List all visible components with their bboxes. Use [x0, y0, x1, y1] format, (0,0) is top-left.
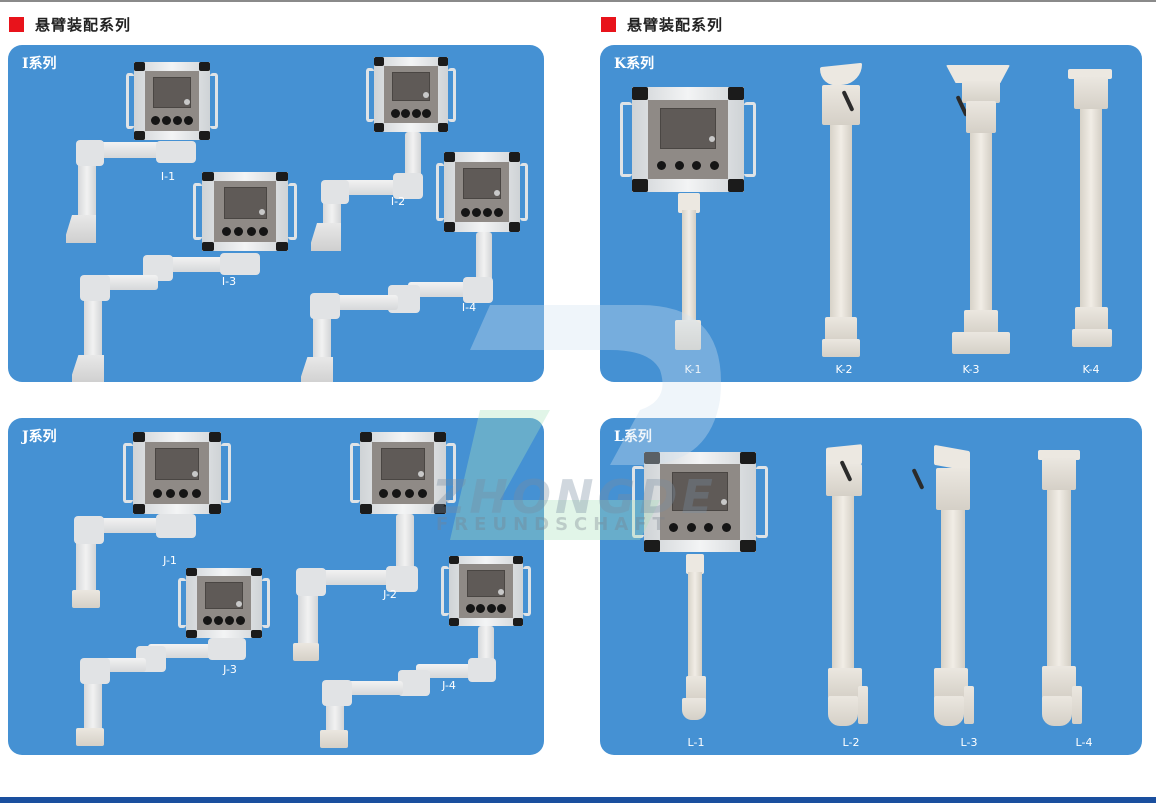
panel-title: I系列: [22, 56, 57, 72]
product-label: K-4: [1082, 363, 1100, 376]
product-label: K-3: [962, 363, 980, 376]
panel-title: L系列: [614, 429, 652, 445]
section-title: 悬臂装配系列: [35, 15, 132, 34]
enclosure-image: [350, 432, 456, 514]
section-heading-left: 悬臂装配系列: [9, 14, 131, 34]
watermark-brand: ZHONGDE: [432, 470, 717, 524]
panel-i-series: I系列 I-1 I-3: [8, 45, 544, 382]
enclosure-image: [366, 57, 456, 132]
panel-title: K系列: [614, 56, 655, 72]
enclosure-image: [123, 432, 231, 514]
enclosure-image: [436, 152, 528, 232]
product-label: I-1: [160, 170, 176, 183]
panel-title: J系列: [22, 429, 57, 445]
product-label: J-1: [163, 554, 177, 567]
enclosure-image: [193, 172, 297, 251]
product-label: J-3: [223, 663, 237, 676]
red-marker-icon: [601, 16, 616, 32]
product-label: J-4: [442, 679, 456, 692]
enclosure-image: [178, 568, 270, 638]
product-label: I-2: [390, 195, 406, 208]
red-marker-icon: [9, 16, 24, 32]
footer-bar: [0, 797, 1156, 803]
product-label: K-1: [684, 363, 702, 376]
product-label: L-4: [1075, 736, 1093, 749]
product-label: L-3: [960, 736, 978, 749]
section-title: 悬臂装配系列: [627, 15, 724, 34]
enclosure-image: [126, 62, 218, 140]
panel-l-series: L系列 L-1 L-2 L-3: [600, 418, 1142, 755]
panel-j-series: J系列 J-1 J-3: [8, 418, 544, 755]
product-label: K-2: [835, 363, 853, 376]
enclosure-image: [620, 87, 756, 192]
product-label: L-1: [687, 736, 705, 749]
product-label: J-2: [383, 588, 397, 601]
product-label: I-4: [461, 301, 477, 314]
enclosure-image: [441, 556, 531, 626]
product-label: I-3: [221, 275, 237, 288]
section-heading-right: 悬臂装配系列: [601, 14, 723, 34]
enclosure-image: [632, 452, 768, 552]
product-label: L-2: [842, 736, 860, 749]
top-divider: [0, 0, 1156, 2]
panel-k-series: K系列 K-1 K-2 K-3: [600, 45, 1142, 382]
watermark-subtitle: FREUNDSCHAFT: [436, 514, 671, 535]
